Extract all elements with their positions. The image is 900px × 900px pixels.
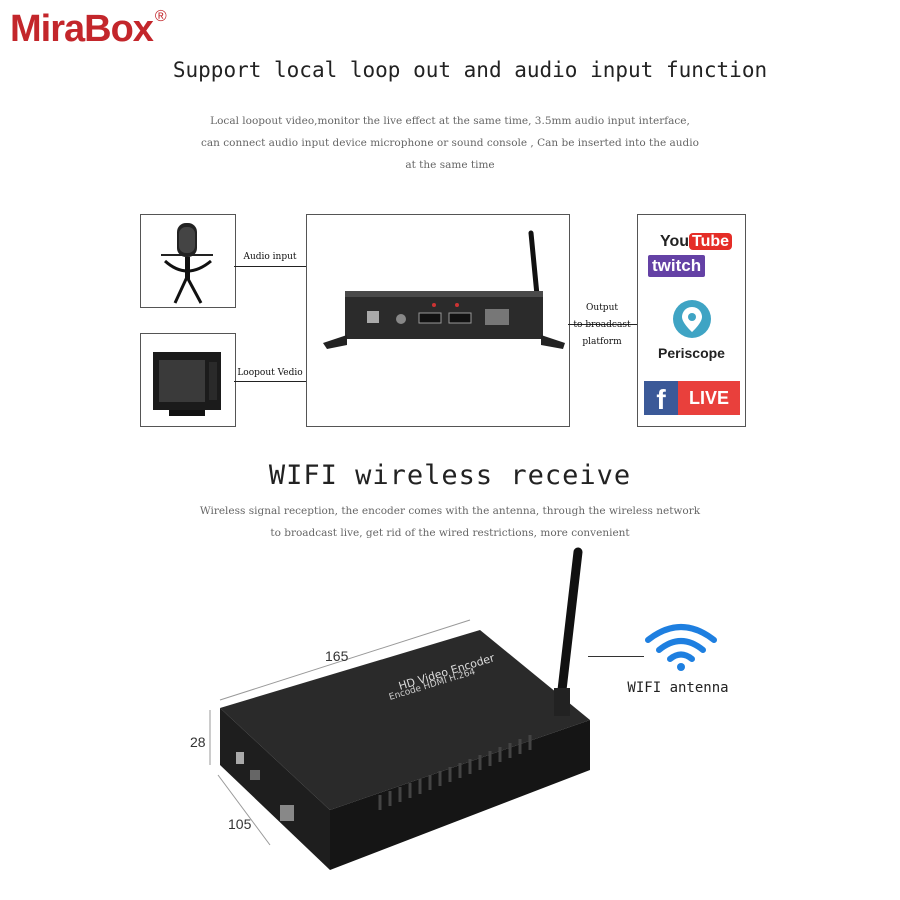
antenna-callout-line (588, 656, 644, 657)
output-label-line: Output (586, 303, 618, 313)
dimension-height: 28 (190, 734, 206, 750)
brand-logo: MiraBox® (10, 8, 167, 51)
section1-description: Local loopout video,monitor the live eff… (0, 110, 900, 176)
output-label-line: platform (582, 337, 622, 347)
periscope-icon (673, 300, 711, 338)
microphone-box (140, 214, 236, 308)
monitor-box (140, 333, 236, 427)
loopout-connector-line (234, 381, 306, 382)
section2-description: Wireless signal reception, the encoder c… (0, 500, 900, 544)
youtube-you: You (660, 233, 690, 250)
twitch-logo: twitch (648, 255, 706, 277)
facebook-live-badge: LIVE (678, 381, 740, 415)
microphone-icon (161, 223, 213, 304)
section2-desc-line: to broadcast live, get rid of the wired … (270, 527, 630, 539)
brand-name: MiraBox (10, 8, 154, 50)
tv-monitor-icon (153, 352, 221, 416)
dimension-length: 165 (325, 648, 349, 664)
section2-title: WIFI wireless receive (268, 460, 632, 491)
loopout-video-label: Loopout Vedio (237, 368, 303, 378)
output-label-line: to broadcast (573, 320, 631, 330)
output-connector-line (568, 324, 638, 325)
encoder-box (306, 214, 570, 427)
facebook-icon: f (644, 381, 678, 415)
encoder-device-image (323, 230, 565, 349)
audio-input-label: Audio input (243, 252, 297, 262)
section1-desc-line: can connect audio input device microphon… (201, 137, 699, 149)
output-label: Output to broadcast platform (566, 300, 638, 351)
dimension-depth: 105 (228, 816, 252, 832)
wifi-icon (645, 624, 717, 671)
periscope-label: Periscope (658, 345, 725, 361)
section1-desc-line: at the same time (405, 159, 495, 171)
section2-desc-line: Wireless signal reception, the encoder c… (199, 505, 701, 517)
section1-desc-line: Local loopout video,monitor the live eff… (210, 115, 690, 127)
youtube-tube: Tube (689, 233, 733, 250)
wifi-antenna-label: WIFI antenna (627, 680, 729, 696)
registered-mark: ® (154, 8, 167, 25)
encoder-3d-illustration: Encode HDMI H.264 HD Video Encoder (209, 547, 590, 870)
audio-connector-line (234, 266, 306, 267)
section1-title: Support local loop out and audio input f… (172, 58, 768, 82)
